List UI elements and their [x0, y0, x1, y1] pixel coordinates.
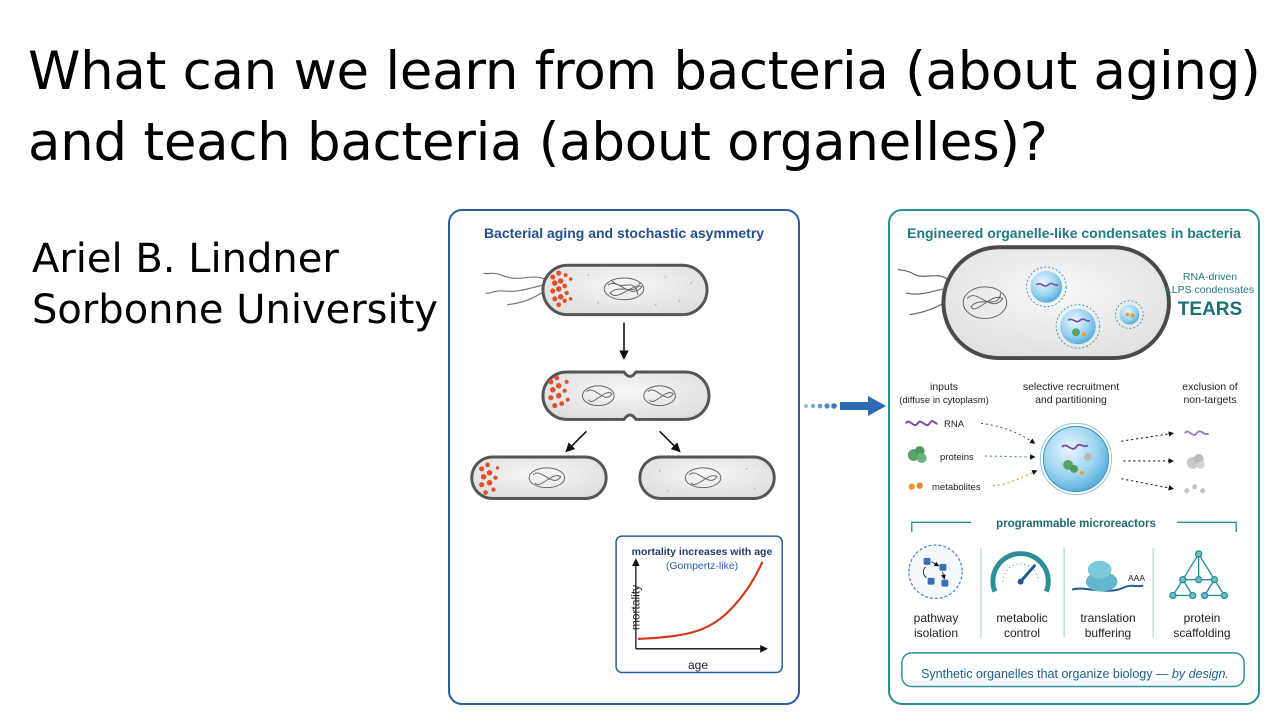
ribosome-mrna-icon: [1071, 560, 1144, 592]
feature-pathway-line-1: pathway: [913, 611, 959, 625]
footer-frame: [901, 652, 1245, 688]
inputs-header-line-1: inputs: [929, 381, 959, 393]
slide-title: What can we learn from bacteria (about a…: [28, 36, 1268, 178]
footer-text: Synthetic organelles that organize biolo…: [902, 667, 1248, 681]
inset-ylabel: mortality: [628, 584, 643, 631]
footer-emphasis: by design.: [1171, 667, 1229, 681]
condensate-droplet-large: [1055, 304, 1101, 349]
arrow-left-daughter: [565, 430, 587, 453]
arrow-right-daughter: [659, 430, 681, 453]
protein-aggregate-icon: [550, 270, 573, 308]
flagella-icon: [897, 268, 948, 316]
feature-metabolic-line-2: control: [1003, 626, 1041, 640]
feature-dividers: [980, 548, 1154, 638]
footer-main: Synthetic organelles that organize biolo…: [921, 667, 1172, 681]
excluded-rna-icon: [1183, 430, 1210, 436]
aging-panel-title: Bacterial aging and stochastic asymmetry: [483, 225, 765, 241]
feature-translation-line-1: translation: [1080, 611, 1136, 625]
slide-title-line-2: and teach bacteria (about organelles)?: [28, 112, 1048, 173]
condensates-panel-title: Engineered organelle-like condensates in…: [907, 225, 1241, 241]
metabolite-icon: [908, 482, 923, 490]
dividing-cell: [541, 370, 711, 421]
inputs-header-line-2: (diffuse in cytoplasm): [899, 395, 989, 406]
inset-title: mortality increases with age: [631, 546, 773, 558]
excluded-metabolite-icon: [1184, 484, 1206, 494]
pathway-isolation-icon: [908, 544, 963, 600]
recruit-header-line-2: and partitioning: [1035, 394, 1107, 406]
author-block: Ariel B. Lindner Sorbonne University: [32, 234, 438, 336]
condensate-droplet-medium: [1026, 266, 1067, 308]
feature-translation-line-2: buffering: [1084, 626, 1132, 640]
cell-label-line-2: LLPS condensates: [1165, 284, 1255, 296]
gauge-icon: [990, 551, 1051, 593]
feature-protein-line-1: protein: [1183, 611, 1221, 625]
input-label-rna: RNA: [944, 419, 965, 430]
author-affiliation: Sorbonne University: [32, 287, 438, 333]
old-pole-daughter-cell: [470, 455, 608, 501]
panel-connector-arrow: [804, 396, 886, 416]
protein-scaffold-icon: [1169, 550, 1229, 600]
cell-label-big: TEARS: [1177, 299, 1243, 320]
input-label-metabolites: metabolites: [932, 482, 981, 493]
inset-xlabel: age: [687, 658, 709, 672]
condensates-panel: Engineered organelle-like condensates in…: [888, 209, 1260, 705]
feature-protein-line-2: scaffolding: [1173, 626, 1231, 640]
mortality-curve: [637, 561, 764, 640]
recruit-header-line-1: selective recruitment: [1022, 381, 1120, 393]
condensate-droplet-central: [1039, 422, 1113, 496]
inset-subtitle: (Gompertz-like): [665, 560, 739, 572]
section-title: programmable microreactors: [996, 518, 1156, 530]
flagella-icon: [483, 272, 546, 306]
condensate-droplet-small: [1115, 300, 1144, 329]
author-name: Ariel B. Lindner: [32, 236, 339, 282]
rna-icon: [905, 420, 939, 427]
new-pole-daughter-cell: [638, 455, 776, 501]
aging-panel: Bacterial aging and stochastic asymmetry: [448, 209, 800, 705]
engineered-cell: [941, 245, 1171, 361]
aaa-label: AAA: [1128, 573, 1146, 583]
protein-icon: [907, 446, 927, 463]
exclusion-header-line-1: exclusion of: [1182, 381, 1238, 393]
input-label-proteins: proteins: [940, 452, 974, 463]
nucleoid-icon: [962, 286, 1008, 319]
condensates-illustration: [897, 245, 1245, 688]
aging-illustration: [470, 263, 783, 674]
slide-title-line-1: What can we learn from bacteria (about a…: [28, 41, 1261, 102]
cell-label-line-1: RNA-driven: [1182, 271, 1238, 283]
feature-pathway-line-2: isolation: [913, 626, 959, 640]
nucleoid-icon: [603, 277, 645, 301]
mother-cell: [541, 263, 709, 317]
feature-metabolic-line-1: metabolic: [996, 611, 1048, 625]
excluded-protein-icon: [1186, 454, 1205, 469]
exclusion-header-line-2: non-targets: [1183, 394, 1237, 406]
